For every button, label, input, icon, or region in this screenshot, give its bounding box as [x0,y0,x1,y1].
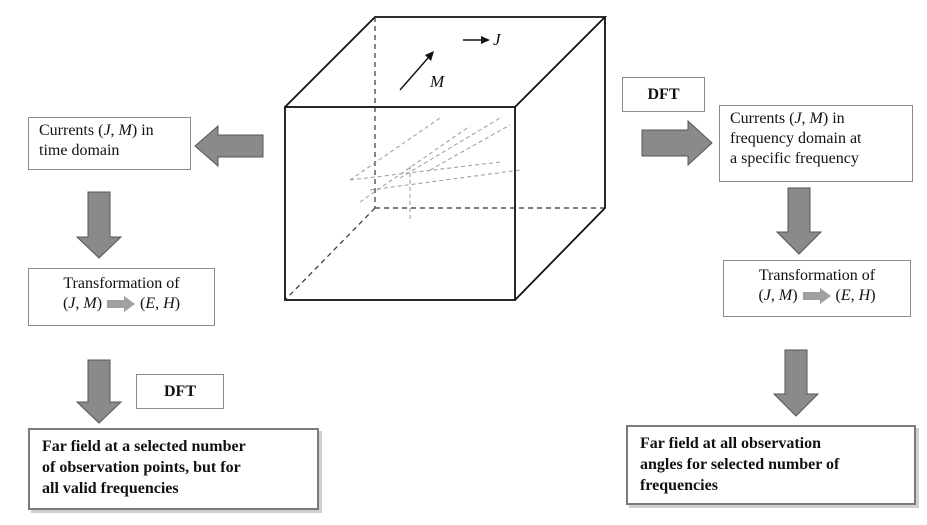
transformation-left-close: ) [96,295,103,312]
far-field-left-line2: of observation points, but for [42,459,241,476]
label-j: J [493,30,501,49]
cube-hidden-edges [284,17,605,301]
transformation-left-comma: , [75,295,84,312]
transformation-left-m: M [83,295,97,312]
dft-left-box: DFT [136,374,224,409]
currents-freq-comma: , [801,110,810,127]
far-field-right-line1: Far field at all observation [640,435,822,452]
dft-left-label: DFT [164,383,196,400]
transformation-right-comma2: , [850,287,859,304]
cube-front-face [284,106,516,301]
transformation-right-comma: , [770,287,779,304]
cube-top-face [284,16,608,108]
currents-freq-m: M [809,110,823,127]
currents-freq-line3: a specific frequency [730,150,859,167]
transformation-right-j: J [763,287,771,304]
transformation-right-open: ( [758,287,764,304]
currents-freq-line1-pre: Currents ( [730,110,795,127]
far-field-right-box: Far field at all observation angles for … [626,425,916,505]
transformation-left-box: Transformation of (J, M) (E, H) [28,268,215,326]
currents-time-comma: , [110,122,119,139]
far-field-left-line3: all valid frequencies [42,480,179,497]
currents-frequency-domain-box: Currents (J, M) in frequency domain at a… [719,105,913,182]
transformation-right-close2: ) [870,287,876,304]
big-arrows [75,119,823,424]
currents-freq-line1-post: ) in [822,110,845,127]
transform-arrow-icon [802,288,831,305]
transformation-right-close: ) [792,287,798,304]
transformation-left-open: ( [62,295,69,312]
arrow-left-from-cube [194,124,264,168]
transform-arrow-icon [107,296,136,313]
currents-freq-line2: frequency domain at [730,130,862,147]
far-field-right-line2: angles for selected number of [640,456,840,473]
transformation-right-h: H [858,287,871,304]
cube [284,16,608,301]
currents-time-line1-pre: Currents ( [39,122,104,139]
transformation-left-e: E [145,295,156,312]
currents-time-domain-box: Currents (J, M) in time domain [28,117,191,170]
arrow-down-left-1 [75,191,123,259]
label-m: M [430,72,445,91]
arrow-right-to-freq [641,119,713,167]
transformation-left-j: J [68,295,76,312]
transformation-left-close2: ) [174,295,181,312]
transformation-right-m: M [778,287,793,304]
arrow-down-right-2 [772,349,820,417]
transformation-left-title: Transformation of [63,275,180,292]
j-arrow [463,36,490,44]
dft-right-label: DFT [647,86,680,103]
cube-right-face [514,17,606,301]
transformation-left-comma2: , [155,295,164,312]
currents-time-j: J [103,122,111,139]
m-arrow [399,51,434,91]
currents-freq-j: J [794,110,802,127]
transformation-right-open2: ( [835,287,841,304]
far-field-left-box: Far field at a selected number of observ… [28,428,319,510]
currents-time-m: M [118,122,132,139]
far-field-left-line1: Far field at a selected number [42,438,246,455]
transformation-left-open2: ( [140,295,146,312]
far-field-right-line3: frequencies [640,477,718,494]
transformation-right-box: Transformation of (J, M) (E, H) [723,260,911,317]
transformation-right-e: E [840,287,851,304]
dft-right-box: DFT [622,77,705,112]
currents-time-line1-post: ) in [131,122,154,139]
transformation-left-h: H [163,295,175,312]
arrow-down-right-1 [775,187,823,255]
currents-time-line2: time domain [39,142,120,159]
transformation-right-title: Transformation of [758,267,876,284]
antenna-grid [349,117,521,222]
arrow-down-left-2 [75,359,123,424]
